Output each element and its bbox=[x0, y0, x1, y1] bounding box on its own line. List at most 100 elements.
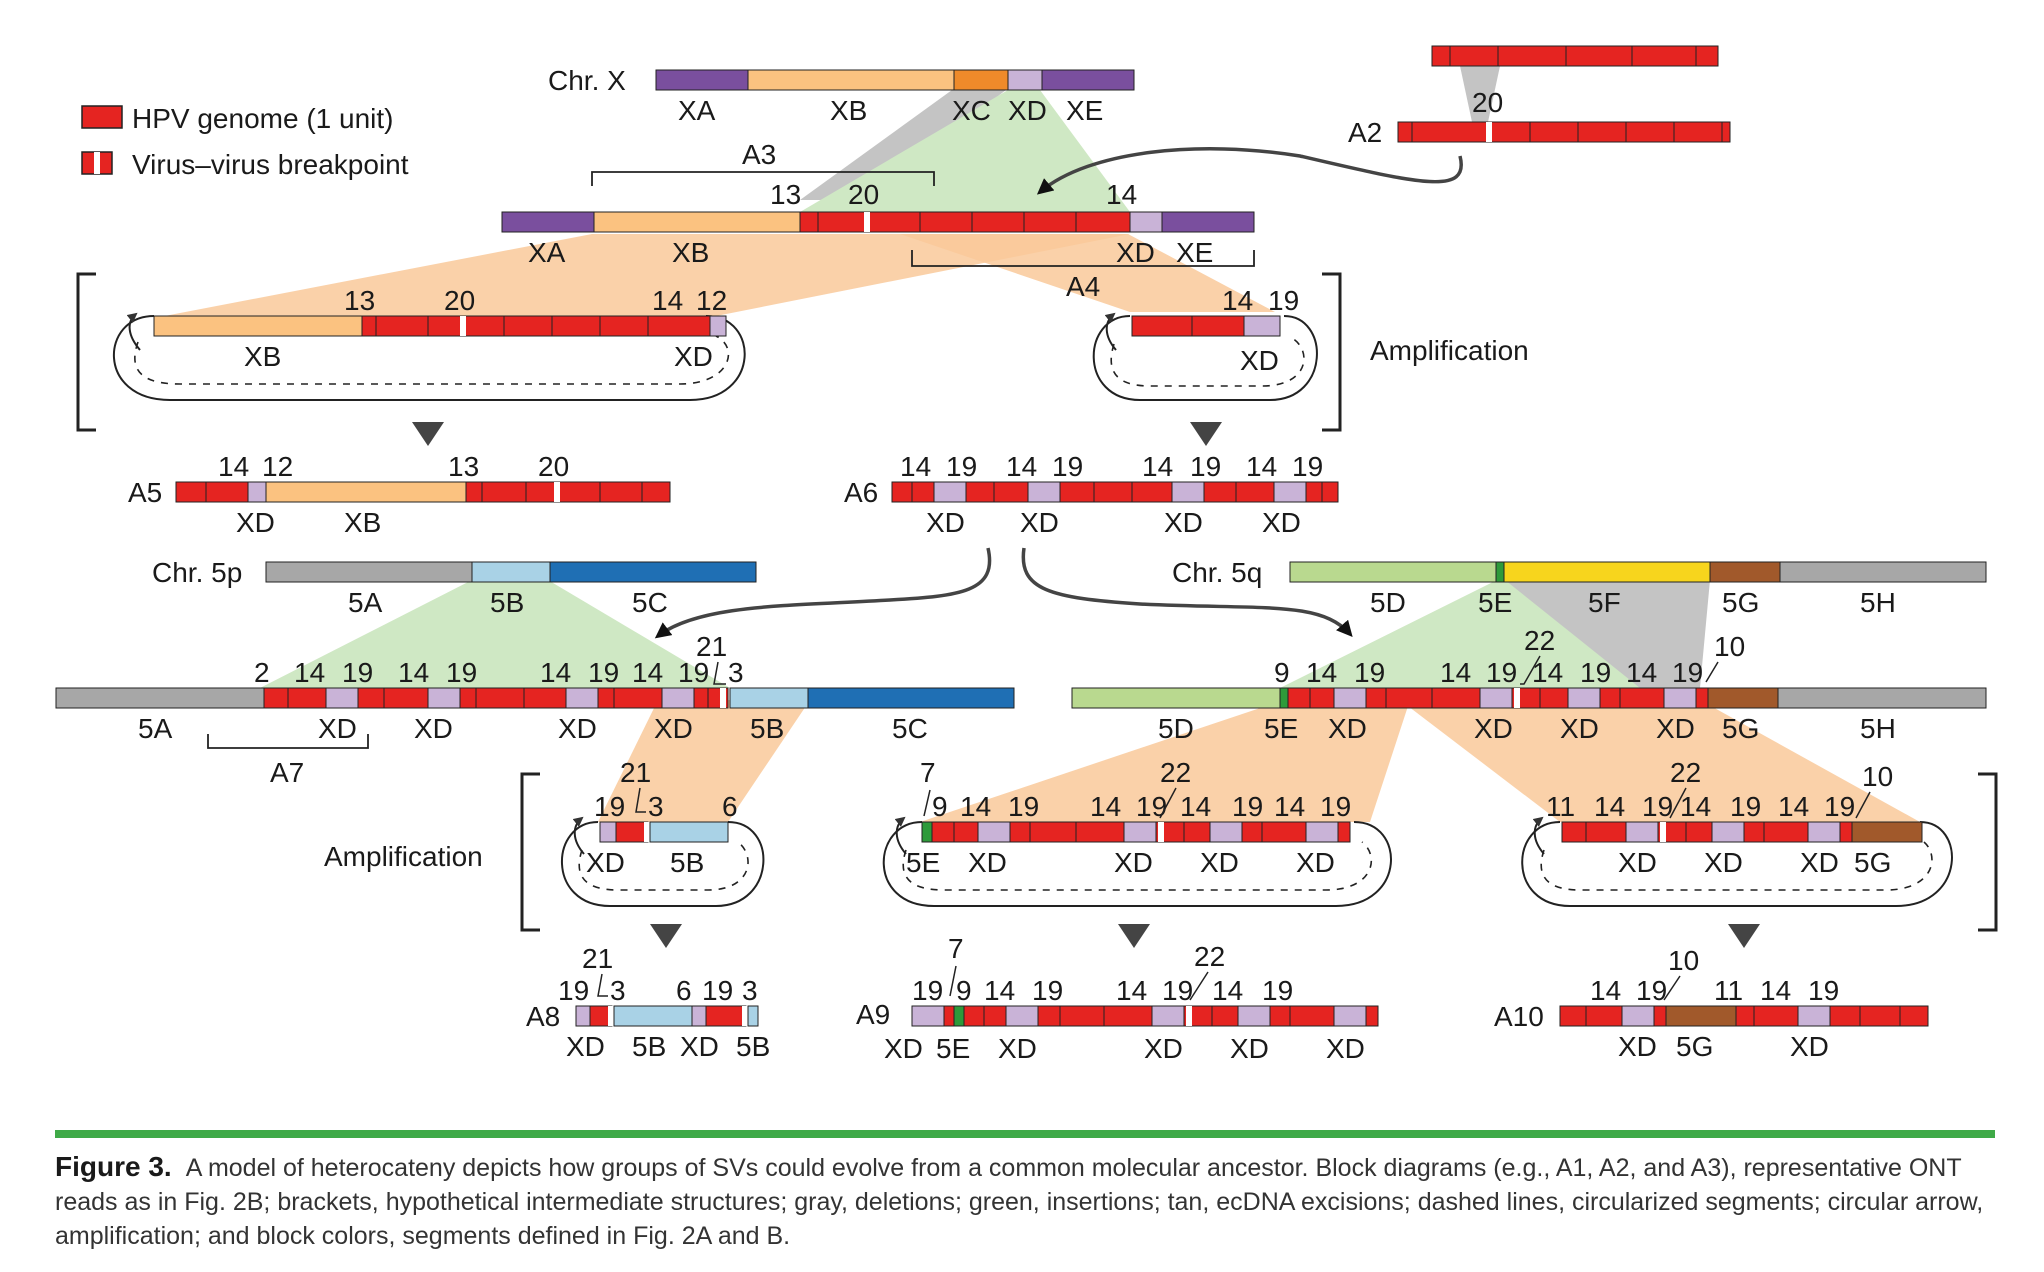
5p-integrated-read: 2 14 19 14 19 14 19 14 19 21 3 5A XD XD … bbox=[55, 631, 1015, 788]
r5p-n14c: 14 bbox=[540, 657, 571, 688]
e5qr-XD1 bbox=[1625, 821, 1659, 843]
ecdna-5q-left-dashed bbox=[902, 841, 1373, 891]
chr5q-5G bbox=[1709, 561, 1781, 583]
a9-read: A9 7 19 9 14 19 14 19 22 14 19 XD 5E XD … bbox=[856, 933, 1379, 1064]
a6-label-XD3: XD bbox=[1164, 507, 1203, 538]
r5p-label-XD3: XD bbox=[558, 713, 597, 744]
a10-hpv-right bbox=[1735, 1005, 1929, 1027]
a3-XE bbox=[1161, 211, 1255, 233]
amp-bottom-bracket-left bbox=[520, 772, 540, 932]
e5ql-n7: 7 bbox=[920, 757, 936, 788]
r5q-label-5E: 5E bbox=[1264, 713, 1298, 744]
r5p-label-XD2: XD bbox=[414, 713, 453, 744]
e5qr-n11: 11 bbox=[1546, 791, 1575, 822]
a9-XD2 bbox=[1151, 1005, 1185, 1027]
r5q-label-XD2: XD bbox=[1474, 713, 1513, 744]
legend-breakpoint-mark bbox=[94, 152, 100, 174]
chr5p-label-5C: 5C bbox=[632, 587, 668, 618]
legend-breakpoint-label: Virus–virus breakpoint bbox=[132, 149, 409, 180]
ecdna-5p-loop bbox=[560, 821, 765, 907]
ecdna-left-dashed bbox=[134, 335, 730, 385]
e5ql-XD2 bbox=[1123, 821, 1157, 843]
r5q-n22: 22 bbox=[1524, 625, 1555, 656]
eleft-label-XB: XB bbox=[244, 341, 281, 372]
a3-label-XA: XA bbox=[528, 237, 566, 268]
label-XB: XB bbox=[830, 95, 867, 126]
a8-n19a: 19 bbox=[558, 975, 589, 1006]
eleft-num-14: 14 bbox=[652, 285, 683, 316]
seg-XE bbox=[1041, 69, 1135, 91]
a8-n3b: 3 bbox=[742, 975, 758, 1006]
a9-n7: 7 bbox=[948, 933, 964, 964]
r5q-label-5G: 5G bbox=[1722, 713, 1759, 744]
a5-label: A5 bbox=[128, 477, 162, 508]
seg-XC bbox=[953, 69, 1009, 91]
a4-label: A4 bbox=[1066, 271, 1100, 302]
a3-num-20: 20 bbox=[848, 179, 879, 210]
a2-bp-20: 20 bbox=[1472, 87, 1503, 118]
a10-n10: 10 bbox=[1668, 945, 1699, 976]
r5p-5B bbox=[729, 687, 809, 709]
chr-5q: Chr. 5q 5D 5E 5F 5G 5H bbox=[1172, 557, 1987, 618]
ecdna-left-loop bbox=[112, 315, 746, 401]
r5p-n21: 21 bbox=[696, 631, 727, 662]
a6-hpv bbox=[891, 481, 1339, 503]
e5qr-22-leader bbox=[1669, 787, 1687, 819]
r5p-n19d: 19 bbox=[678, 657, 709, 688]
a10-n19b: 19 bbox=[1808, 975, 1839, 1006]
seg-XD bbox=[1007, 69, 1043, 91]
a6-XD2 bbox=[1027, 481, 1061, 503]
caption-rule bbox=[55, 1130, 1995, 1138]
a3-label-XB: XB bbox=[672, 237, 709, 268]
ecdna-5q-right-dashed bbox=[1540, 841, 1933, 891]
a6-n3: 14 bbox=[1006, 451, 1037, 482]
ecdna-right-arrow bbox=[1104, 312, 1117, 351]
a6-read: A6 14 19 14 19 14 19 14 19 XD XD XD XD bbox=[654, 451, 1353, 639]
amp-top-bracket-right bbox=[1322, 272, 1342, 432]
a5-num-14: 14 bbox=[218, 451, 249, 482]
a8-21-leader bbox=[597, 973, 608, 997]
a5-XD bbox=[247, 481, 267, 503]
a9-n9: 9 bbox=[956, 975, 972, 1006]
r5p-label-5A: 5A bbox=[138, 713, 173, 744]
r5p-XD3 bbox=[565, 687, 599, 709]
e5qr-n19c: 19 bbox=[1824, 791, 1855, 822]
a3-breakpoint bbox=[864, 212, 870, 232]
a10-5G bbox=[1665, 1005, 1737, 1027]
r5q-n14d: 14 bbox=[1626, 657, 1657, 688]
a9-XD4 bbox=[1333, 1005, 1367, 1027]
excision-shade-left bbox=[154, 234, 1130, 318]
excision-shade-5p bbox=[598, 700, 810, 822]
r5q-n14c: 14 bbox=[1532, 657, 1563, 688]
e5p-n3: 3 bbox=[648, 791, 664, 822]
e5ql-label-XD3: XD bbox=[1200, 847, 1239, 878]
e5p-n6: 6 bbox=[722, 791, 738, 822]
a8-5B1 bbox=[613, 1005, 693, 1027]
r5p-XD2 bbox=[427, 687, 461, 709]
e5p-n21: 21 bbox=[620, 757, 651, 788]
a10-n14a: 14 bbox=[1590, 975, 1621, 1006]
e5qr-n19a: 19 bbox=[1642, 791, 1673, 822]
figure-label: Figure 3. bbox=[55, 1151, 172, 1182]
arrow-down-a5 bbox=[412, 422, 444, 446]
a3-hpv bbox=[799, 211, 1131, 233]
e5qr-n14b: 14 bbox=[1680, 791, 1711, 822]
a6-n4: 19 bbox=[1052, 451, 1083, 482]
e5ql-n14b: 14 bbox=[1090, 791, 1121, 822]
a9-label-XD2: XD bbox=[1144, 1033, 1183, 1064]
chr5q-5F bbox=[1503, 561, 1711, 583]
a3-XD bbox=[1129, 211, 1163, 233]
e5ql-22-leader bbox=[1159, 787, 1177, 819]
a7-bracket bbox=[207, 734, 369, 749]
a9-n19a: 19 bbox=[912, 975, 943, 1006]
r5q-5E bbox=[1279, 687, 1289, 709]
e5ql-label-XD1: XD bbox=[968, 847, 1007, 878]
r5p-XD1 bbox=[325, 687, 359, 709]
a9-label-XD1: XD bbox=[998, 1033, 1037, 1064]
label-XD: XD bbox=[1008, 95, 1047, 126]
r5p-n2: 2 bbox=[254, 657, 270, 688]
a6-to-5q-arrow bbox=[1021, 547, 1353, 637]
e5p-21-leader bbox=[635, 787, 646, 813]
a6-n2: 19 bbox=[946, 451, 977, 482]
e5qr-label-XD2: XD bbox=[1704, 847, 1743, 878]
